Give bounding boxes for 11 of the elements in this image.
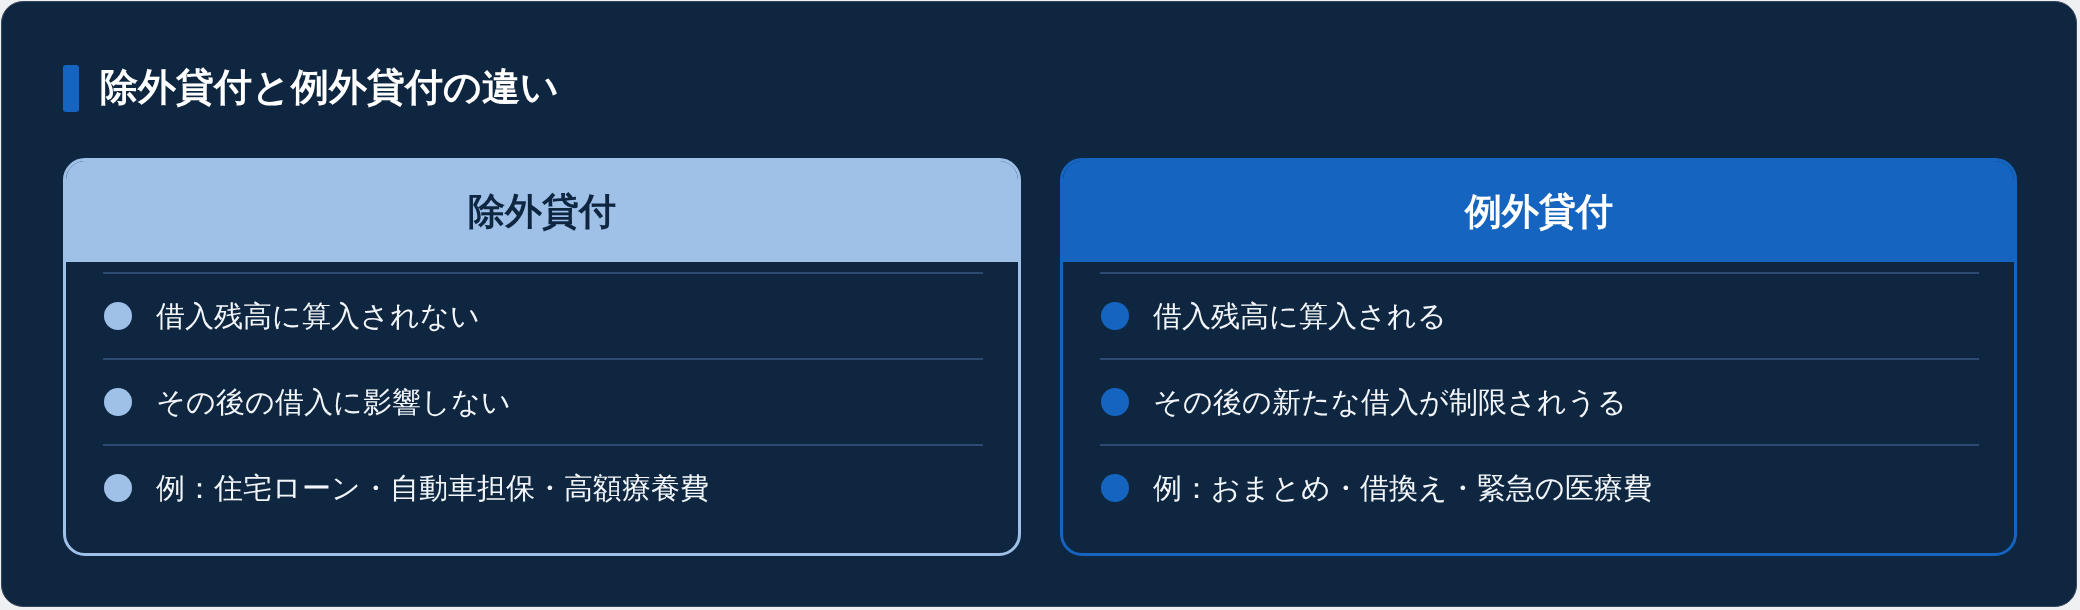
list-item-text: その後の新たな借入が制限されうる [1153, 384, 1627, 420]
list-item-text: 例：おまとめ・借換え・緊急の医療費 [1153, 470, 1652, 506]
comparison-card [1060, 158, 2017, 556]
title: 除外貸付と例外貸付の違い [100, 65, 559, 111]
list-item-text: 例：住宅ローン・自動車担保・高額療養費 [156, 470, 709, 506]
comparison-card [63, 158, 1021, 556]
list-item-text: 借入残高に算入される [1153, 298, 1447, 334]
list-item-text: その後の借入に影響しない [156, 384, 511, 420]
card-header: 除外貸付 [66, 161, 1018, 262]
list-item-text: 借入残高に算入されない [156, 298, 480, 334]
card-header: 例外貸付 [1063, 161, 2014, 262]
